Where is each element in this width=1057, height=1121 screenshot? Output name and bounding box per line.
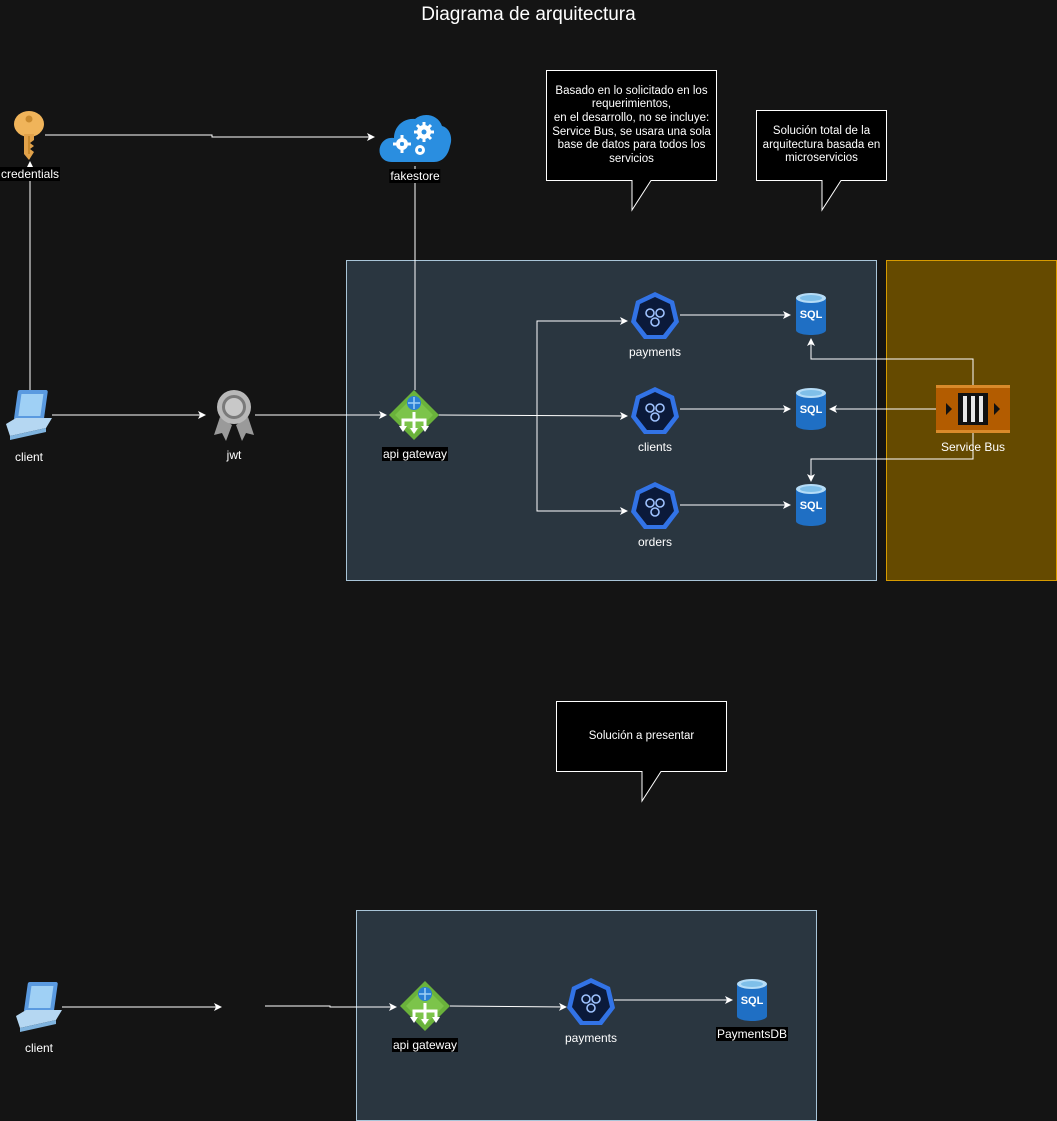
laptop-icon[interactable] bbox=[6, 390, 52, 445]
clients-label: clients bbox=[637, 440, 673, 454]
full-solution-text: Solución total de la arquitectura basada… bbox=[762, 125, 881, 165]
fakestore-label: fakestore bbox=[389, 169, 441, 183]
edge-gateway-clients bbox=[437, 411, 628, 420]
sql-database-icon-bottom[interactable]: SQL bbox=[736, 979, 768, 1021]
key-icon[interactable] bbox=[13, 110, 45, 167]
api-gateway-label: api gateway bbox=[381, 447, 449, 461]
edge-bus-sql-orders bbox=[807, 433, 974, 482]
scope-note-text: Basado en lo solicitado en los requerimi… bbox=[552, 84, 711, 165]
certificate-ribbon-icon[interactable] bbox=[212, 389, 256, 446]
clients-service-icon[interactable] bbox=[630, 386, 680, 441]
edge-gateway-payments bbox=[536, 317, 628, 415]
edge-bus-sql-payments bbox=[807, 338, 974, 385]
edge-credentials-fakestore bbox=[45, 133, 375, 141]
sql-database-icon-payments[interactable]: SQL bbox=[795, 293, 827, 335]
diagram-title: Diagrama de arquitectura bbox=[421, 4, 636, 25]
orders-label: orders bbox=[637, 535, 673, 549]
payments-service-icon-bottom[interactable] bbox=[566, 977, 616, 1032]
payments-label-bottom: payments bbox=[564, 1031, 618, 1045]
service-bus-label: Service Bus bbox=[940, 440, 1006, 454]
cloud-gear-icon[interactable] bbox=[378, 110, 452, 169]
edge-bottom-to-gateway bbox=[265, 1003, 397, 1011]
orders-service-icon[interactable] bbox=[630, 481, 680, 536]
laptop-icon-bottom[interactable] bbox=[16, 982, 62, 1037]
api-gateway-label-bottom: api gateway bbox=[391, 1038, 459, 1052]
client-label-bottom: client bbox=[24, 1041, 54, 1055]
presented-solution-text: Solución a presentar bbox=[588, 729, 695, 742]
credentials-label: credentials bbox=[0, 167, 61, 181]
payments-service-icon[interactable] bbox=[630, 291, 680, 346]
payments-db-label: PaymentsDB bbox=[715, 1027, 789, 1041]
edge-gateway-orders bbox=[536, 415, 628, 515]
payments-label: payments bbox=[628, 345, 682, 359]
jwt-label: jwt bbox=[226, 448, 242, 462]
service-bus-queue-icon[interactable] bbox=[936, 385, 1010, 438]
client-label: client bbox=[14, 450, 44, 464]
service-bus-container bbox=[886, 260, 1057, 581]
api-gateway-icon[interactable] bbox=[389, 390, 439, 445]
edge-bottom-gateway-payments bbox=[449, 1002, 567, 1011]
api-gateway-icon-bottom[interactable] bbox=[400, 981, 450, 1036]
sql-database-icon-clients[interactable]: SQL bbox=[795, 388, 827, 430]
sql-database-icon-orders[interactable]: SQL bbox=[795, 484, 827, 526]
